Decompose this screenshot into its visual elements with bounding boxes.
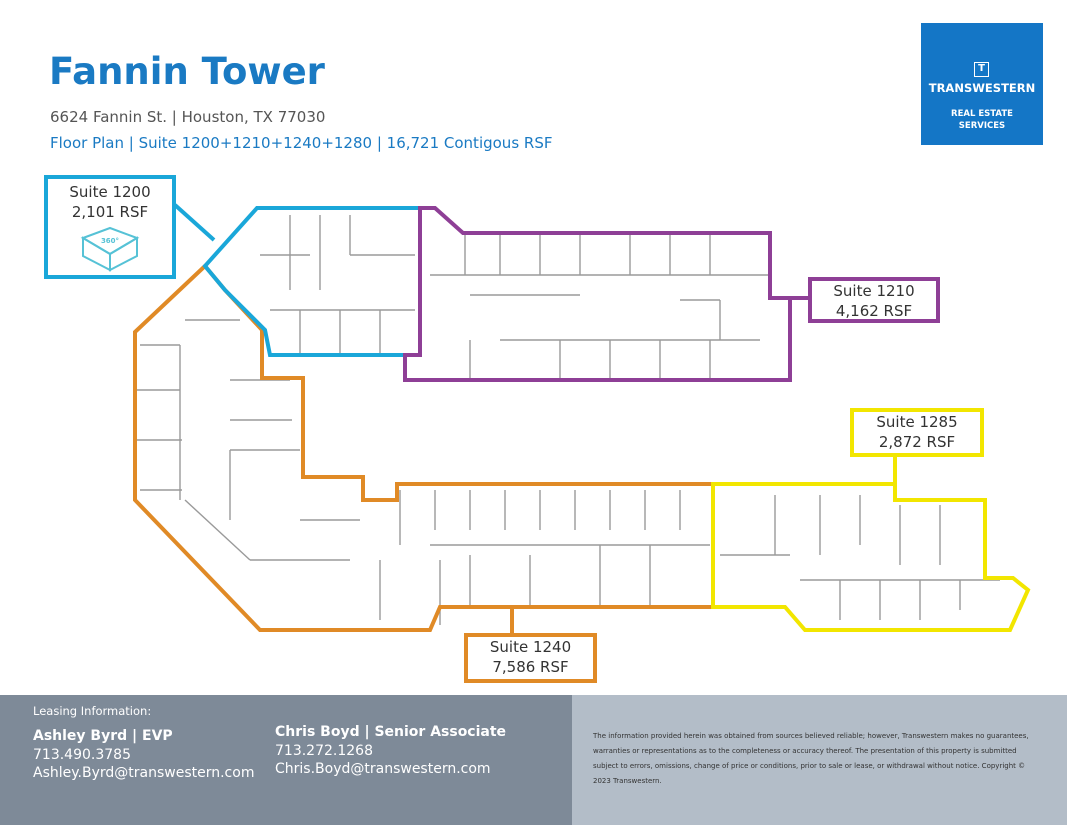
suite-rsf: 2,101 RSF [71, 203, 149, 221]
contact-email[interactable]: Chris.Boyd@transwestern.com [275, 761, 491, 777]
suite-rsf: 7,586 RSF [492, 658, 569, 676]
property-address: 6624 Fannin St. | Houston, TX 77030 [50, 108, 326, 126]
disclaimer-text: The information provided herein was obta… [593, 732, 1029, 785]
contact-card: Ashley Byrd | EVP 713.490.3785 Ashley.By… [33, 727, 254, 782]
suite-1210-outline [403, 206, 808, 382]
virtual-tour-icon[interactable]: 360° [75, 224, 145, 272]
floor-plan-walls [137, 215, 1000, 625]
suite-1240-outline [133, 263, 715, 632]
footer-disclaimer-panel: The information provided herein was obta… [572, 695, 1067, 825]
logo-mark-icon: T [974, 62, 989, 77]
transwestern-logo: T TRANSWESTERN REAL ESTATE SERVICES [921, 23, 1043, 145]
floor-plan-subtitle: Floor Plan | Suite 1200+1210+1240+1280 |… [50, 134, 553, 152]
contact-name: Chris Boyd | Senior Associate [275, 724, 507, 740]
suite-1285-label: Suite 1285 2,872 RSF [850, 408, 984, 457]
contact-phone[interactable]: 713.490.3785 [33, 747, 131, 763]
floor-plan [133, 203, 1031, 633]
contact-card: Chris Boyd | Senior Associate 713.272.12… [275, 723, 506, 778]
svg-text:360°: 360° [101, 237, 119, 245]
suite-1200-label: Suite 1200 2,101 RSF 360° [44, 175, 176, 279]
suite-name: Suite 1200 [69, 183, 151, 201]
suite-rsf: 4,162 RSF [835, 302, 913, 320]
logo-tagline-1: REAL ESTATE [951, 109, 1013, 119]
logo-tagline-2: SERVICES [958, 121, 1006, 131]
suite-name: Suite 1210 [833, 282, 915, 300]
footer-contacts: Leasing Information: Ashley Byrd | EVP 7… [0, 695, 572, 825]
contact-phone[interactable]: 713.272.1268 [275, 743, 373, 759]
suite-1285-outline [711, 455, 1031, 632]
suite-1210-label: Suite 1210 4,162 RSF [808, 277, 940, 323]
page-title: Fannin Tower [49, 50, 325, 93]
suite-name: Suite 1240 [489, 638, 572, 656]
suite-1200-outline [173, 203, 422, 357]
contact-name: Ashley Byrd | EVP [33, 728, 173, 744]
logo-name: TRANSWESTERN [928, 81, 1036, 95]
contact-email[interactable]: Ashley.Byrd@transwestern.com [33, 765, 255, 781]
suite-name: Suite 1285 [876, 413, 958, 431]
leasing-heading: Leasing Information: [33, 704, 152, 718]
suite-rsf: 2,872 RSF [878, 433, 956, 451]
suite-1240-label: Suite 1240 7,586 RSF [464, 633, 597, 683]
